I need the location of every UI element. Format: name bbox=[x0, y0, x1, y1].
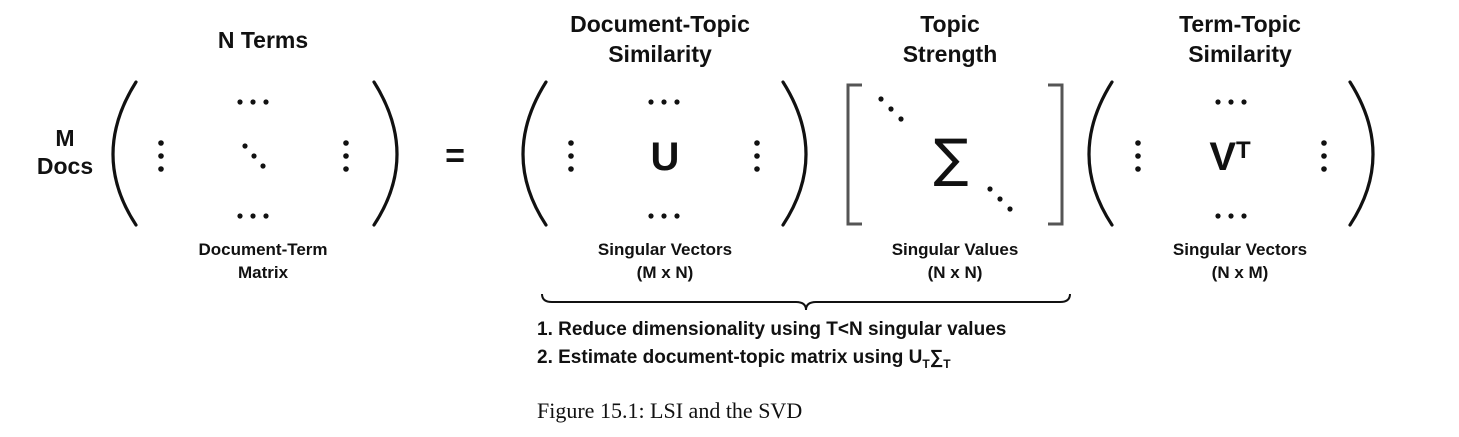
u-bottom-ellipsis bbox=[648, 213, 680, 219]
note-item-1: 1. Reduce dimensionality using T<N singu… bbox=[537, 319, 1006, 340]
u-right-paren bbox=[781, 80, 808, 227]
sigma-caption-line1: Singular Values bbox=[892, 240, 1019, 259]
u-matrix: Document-Topic Similarity U Singular Vec… bbox=[521, 11, 808, 282]
u-top-ellipsis bbox=[648, 99, 680, 105]
vt-left-paren bbox=[1087, 80, 1114, 227]
u-right-vdots bbox=[754, 140, 760, 172]
u-header-line2: Similarity bbox=[608, 41, 712, 67]
note-item-2-sigma: ∑ bbox=[930, 347, 944, 368]
note-item-2: 2. Estimate document-topic matrix using … bbox=[537, 347, 951, 371]
sigma-matrix: Topic Strength ∑ Singular Values (N x N) bbox=[846, 11, 1064, 282]
vt-right-paren bbox=[1348, 80, 1375, 227]
sigma-left-bracket bbox=[846, 83, 862, 226]
doc-term-caption-line1: Document-Term bbox=[198, 240, 327, 259]
vt-symbol: VT bbox=[1209, 135, 1251, 179]
doc-term-top-ellipsis bbox=[237, 99, 269, 105]
equals-sign: = bbox=[445, 137, 465, 175]
vt-left-vdots bbox=[1135, 140, 1141, 172]
doc-term-left-paren bbox=[111, 80, 138, 227]
vt-header-line2: Similarity bbox=[1188, 41, 1292, 67]
vt-matrix: Term-Topic Similarity VT Singular Vector… bbox=[1087, 11, 1375, 282]
sigma-right-bracket bbox=[1048, 83, 1064, 226]
sigma-header-line2: Strength bbox=[903, 41, 998, 67]
note-item-2-sub-2: T bbox=[943, 357, 951, 371]
vt-symbol-superscript: T bbox=[1236, 137, 1251, 164]
doc-term-right-paren bbox=[372, 80, 399, 227]
sigma-symbol: ∑ bbox=[933, 129, 968, 189]
vt-caption-line1: Singular Vectors bbox=[1173, 240, 1307, 259]
vt-header-line1: Term-Topic bbox=[1179, 11, 1301, 37]
sigma-header-line1: Topic bbox=[920, 11, 980, 37]
figure-caption: Figure 15.1: LSI and the SVD bbox=[537, 398, 802, 423]
vt-top-ellipsis bbox=[1215, 99, 1247, 105]
document-term-matrix: N Terms M Docs Document-Term Matrix bbox=[37, 27, 399, 282]
u-left-vdots bbox=[568, 140, 574, 172]
u-symbol: U bbox=[651, 135, 680, 179]
u-caption-line1: Singular Vectors bbox=[598, 240, 732, 259]
sigma-caption-line2: (N x N) bbox=[928, 263, 983, 282]
doc-term-diagonal-dots bbox=[242, 143, 266, 169]
u-caption-line2: (M x N) bbox=[637, 263, 694, 282]
sigma-top-diagonal-dots bbox=[878, 96, 904, 122]
vt-caption-line2: (N x M) bbox=[1212, 263, 1269, 282]
u-header-line1: Document-Topic bbox=[570, 11, 750, 37]
doc-term-bottom-ellipsis bbox=[237, 213, 269, 219]
vt-bottom-ellipsis bbox=[1215, 213, 1247, 219]
note-item-2-text: 2. Estimate document-topic matrix using … bbox=[537, 347, 922, 368]
u-left-paren bbox=[521, 80, 548, 227]
note-item-2-sub-1: T bbox=[922, 357, 930, 371]
grouping-brace bbox=[541, 293, 1071, 311]
m-row-label: M bbox=[55, 125, 74, 151]
docs-row-label: Docs bbox=[37, 153, 93, 179]
vt-symbol-v: V bbox=[1209, 135, 1236, 179]
vt-right-vdots bbox=[1321, 140, 1327, 172]
doc-term-right-vdots bbox=[343, 140, 349, 172]
doc-term-caption-line2: Matrix bbox=[238, 263, 289, 282]
sigma-bottom-diagonal-dots bbox=[987, 186, 1013, 212]
doc-term-left-vdots bbox=[158, 140, 164, 172]
n-terms-header: N Terms bbox=[218, 27, 308, 53]
